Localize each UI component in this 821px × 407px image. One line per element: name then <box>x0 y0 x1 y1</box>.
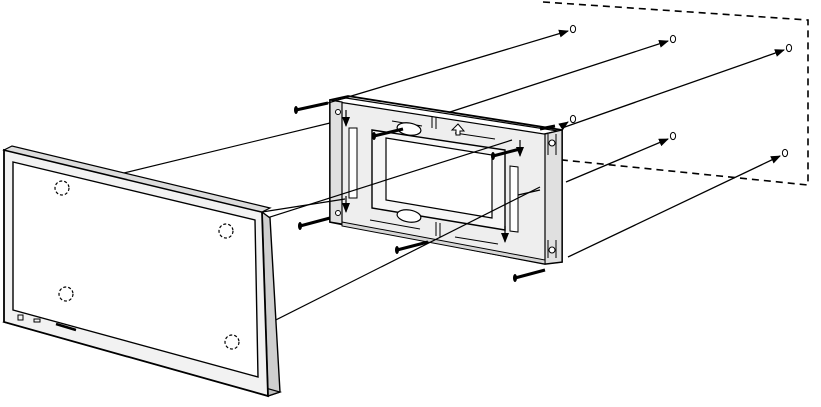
wall-anchors <box>570 25 791 156</box>
wall-outline <box>543 2 808 185</box>
wall-anchor-3 <box>786 44 791 51</box>
wall-anchor-4 <box>570 115 575 122</box>
mounting-hole-marker-1 <box>55 181 69 195</box>
wall-anchor-6 <box>782 149 787 156</box>
monitor <box>4 146 280 396</box>
wall-anchor-1 <box>570 25 575 32</box>
mounting-hole-marker-3 <box>59 287 73 301</box>
mounting-bracket <box>330 96 562 264</box>
mounting-hole-marker-2 <box>219 224 233 238</box>
mounting-hole-marker-4 <box>225 335 239 349</box>
wall-anchor-2 <box>670 35 675 42</box>
wall-anchor-5 <box>670 132 675 139</box>
